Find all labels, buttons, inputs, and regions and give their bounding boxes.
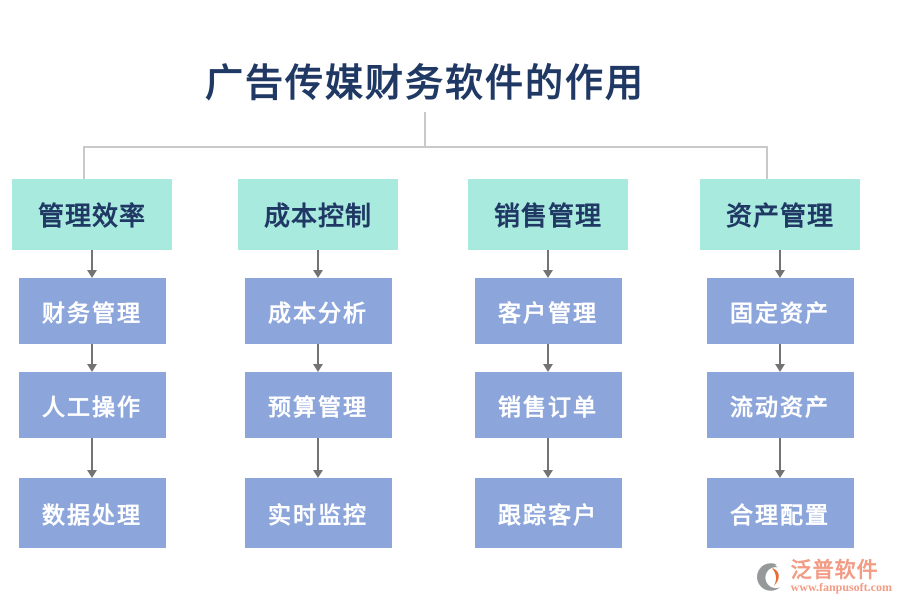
arrow-down-icon xyxy=(87,438,97,478)
arrow-down-icon xyxy=(313,250,323,278)
arrow-shaft xyxy=(317,438,319,470)
arrow-down-icon xyxy=(775,438,785,478)
flow-item: 财务管理 xyxy=(18,278,166,344)
flow-item: 人工操作 xyxy=(18,372,166,438)
flow-item: 成本分析 xyxy=(244,278,392,344)
flow-column-4: 资产管理 固定资产 流动资产 合理配置 xyxy=(700,179,860,548)
flow-column-3: 销售管理 客户管理 销售订单 跟踪客户 xyxy=(468,179,628,548)
arrow-down-icon xyxy=(87,250,97,278)
fanpu-logo-icon xyxy=(756,561,787,591)
brand-text: 泛普软件 www.fanpusoft.com xyxy=(791,559,892,594)
arrow-head xyxy=(775,270,785,278)
diagram-title: 广告传媒财务软件的作用 xyxy=(204,63,645,105)
arrow-shaft xyxy=(91,344,93,364)
brand-url: www.fanpusoft.com xyxy=(790,580,892,595)
arrow-shaft xyxy=(547,438,549,470)
brand-logo: 泛普软件 www.fanpusoft.com xyxy=(756,559,892,594)
arrow-down-icon xyxy=(543,438,553,478)
arrow-head xyxy=(87,270,97,278)
column-header: 成本控制 xyxy=(238,179,398,250)
flow-item: 固定资产 xyxy=(706,278,854,344)
arrow-down-icon xyxy=(775,344,785,372)
arrow-head xyxy=(543,364,553,372)
column-header: 资产管理 xyxy=(700,179,860,250)
arrow-shaft xyxy=(779,438,781,470)
arrow-shaft xyxy=(91,250,93,270)
column-header: 管理效率 xyxy=(12,179,172,250)
arrow-shaft xyxy=(779,250,781,270)
flow-item: 跟踪客户 xyxy=(474,478,622,548)
arrow-head xyxy=(313,364,323,372)
arrow-down-icon xyxy=(87,344,97,372)
arrow-shaft xyxy=(779,344,781,364)
flow-item: 流动资产 xyxy=(706,372,854,438)
brand-name: 泛普软件 xyxy=(790,558,879,583)
flow-item: 预算管理 xyxy=(244,372,392,438)
arrow-head xyxy=(313,270,323,278)
connector-drop-right xyxy=(766,146,768,179)
flow-item: 数据处理 xyxy=(18,478,166,548)
column-header: 销售管理 xyxy=(468,179,628,250)
arrow-down-icon xyxy=(775,250,785,278)
arrow-down-icon xyxy=(313,344,323,372)
arrow-down-icon xyxy=(543,250,553,278)
arrow-shaft xyxy=(91,438,93,470)
flow-item: 客户管理 xyxy=(474,278,622,344)
arrow-down-icon xyxy=(543,344,553,372)
arrow-down-icon xyxy=(313,438,323,478)
arrow-head xyxy=(313,470,323,478)
arrow-head xyxy=(543,470,553,478)
arrow-shaft xyxy=(317,344,319,364)
arrow-head xyxy=(87,470,97,478)
arrow-head xyxy=(775,364,785,372)
flow-item: 合理配置 xyxy=(706,478,854,548)
flow-item: 实时监控 xyxy=(244,478,392,548)
arrow-head xyxy=(87,364,97,372)
arrow-head xyxy=(775,470,785,478)
flow-column-2: 成本控制 成本分析 预算管理 实时监控 xyxy=(238,179,398,548)
connector-horizontal xyxy=(83,146,768,148)
arrow-shaft xyxy=(547,344,549,364)
arrow-shaft xyxy=(547,250,549,270)
flow-item: 销售订单 xyxy=(474,372,622,438)
flow-column-1: 管理效率 财务管理 人工操作 数据处理 xyxy=(12,179,172,548)
connector-stem xyxy=(424,112,426,147)
arrow-shaft xyxy=(317,250,319,270)
arrow-head xyxy=(543,270,553,278)
connector-drop-left xyxy=(83,146,85,179)
